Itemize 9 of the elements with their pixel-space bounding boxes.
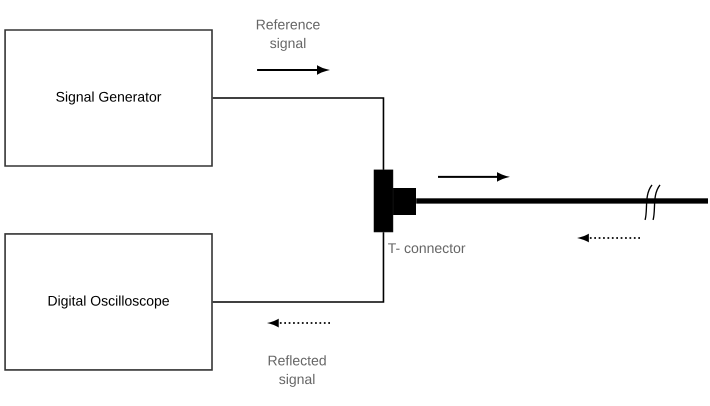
instrument-box: Digital Oscilloscope — [4, 233, 213, 371]
wire — [212, 232, 384, 303]
cable — [416, 198, 708, 204]
t-connector — [374, 170, 416, 232]
wire — [212, 97, 384, 170]
signal-label: Reference signal — [256, 19, 320, 51]
connector-label: T- connector — [388, 243, 466, 254]
signal-label: Reflected signal — [268, 355, 326, 387]
instrument-box: Signal Generator — [4, 29, 213, 167]
